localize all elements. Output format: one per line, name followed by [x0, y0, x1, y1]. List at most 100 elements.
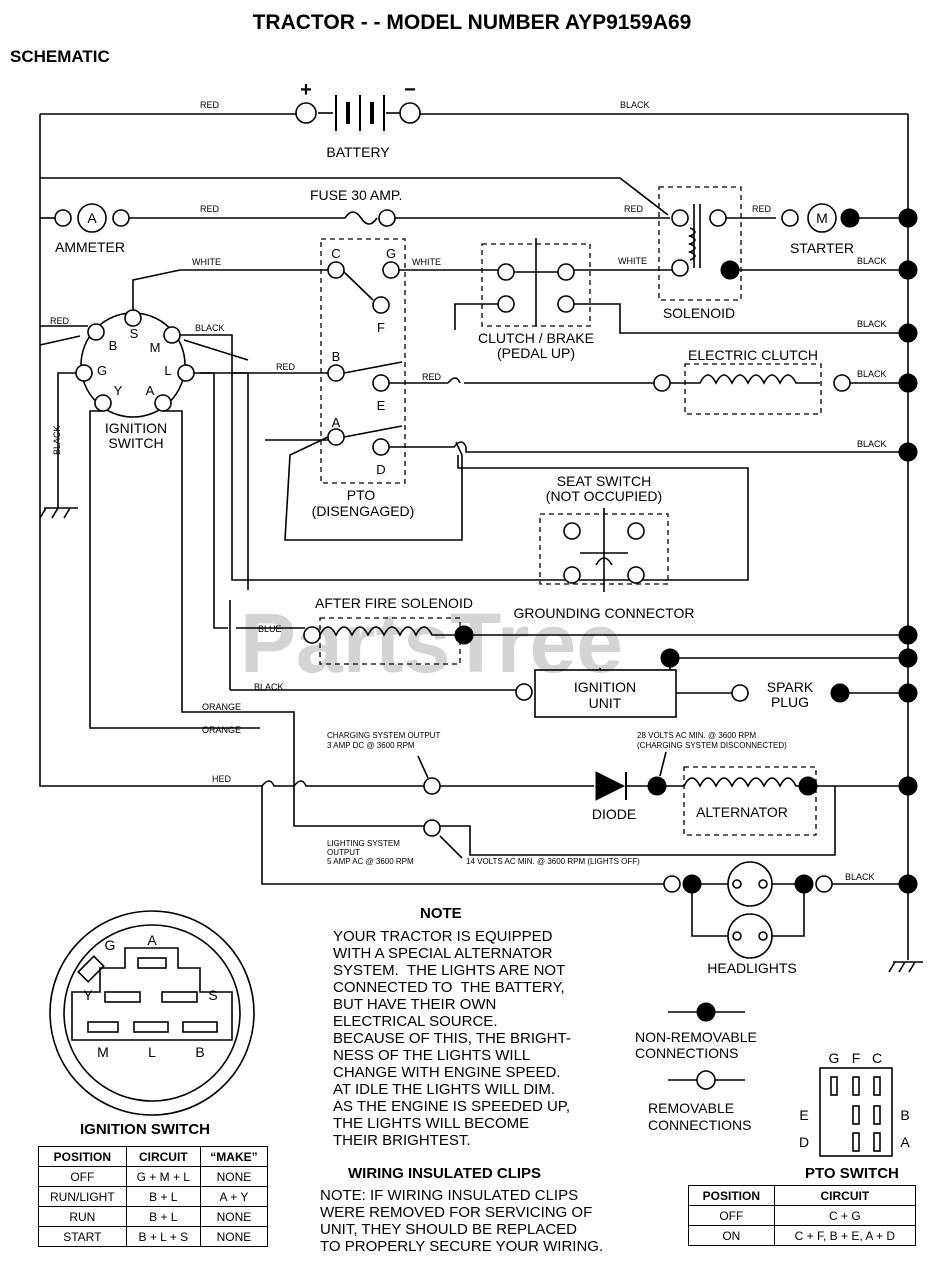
note-line: WITH A SPECIAL ALTERNATOR — [333, 945, 553, 962]
battery-plus: + — [300, 79, 312, 101]
ignition-table-cell: B + L + S — [125, 1226, 201, 1247]
svg-text:B: B — [195, 1044, 204, 1060]
starter-label: STARTER — [790, 240, 854, 256]
ignition-table-cell: G + M + L — [125, 1166, 201, 1187]
non-removable-connection-icon — [696, 1002, 716, 1022]
alternator-label: ALTERNATOR — [696, 804, 788, 820]
charging-output-2: 3 AMP DC @ 3600 RPM — [327, 741, 415, 750]
svg-text:ORANGE: ORANGE — [202, 702, 241, 712]
ignition-table-header: CIRCUIT — [125, 1146, 201, 1167]
ignition-table-header: “MAKE” — [199, 1146, 269, 1167]
lighting-output-1: LIGHTING SYSTEM — [327, 839, 400, 848]
ammeter-circuit: A AMMETER FUSE 30 AMP. RED RED — [40, 187, 670, 255]
svg-text:RED: RED — [752, 204, 772, 214]
ignition-table-cell: B + L — [125, 1206, 201, 1227]
ignition-table-header: POSITION — [38, 1146, 127, 1167]
starter: M STARTER — [781, 203, 918, 256]
wire-label-black: BLACK — [620, 100, 650, 110]
clips-line: NOTE: IF WIRING INSULATED CLIPS — [320, 1187, 579, 1204]
pto-switch-face: G F C E D B A — [799, 1050, 910, 1157]
note-heading: NOTE — [420, 905, 462, 922]
svg-text:CONNECTIONS: CONNECTIONS — [648, 1117, 751, 1133]
svg-text:S: S — [130, 326, 139, 341]
svg-text:Y: Y — [114, 383, 123, 398]
ignition-table-cell: RUN/LIGHT — [38, 1186, 127, 1207]
svg-text:D: D — [376, 462, 385, 477]
charging-output-1: CHARGING SYSTEM OUTPUT — [327, 731, 440, 740]
grounding-connector-label: GROUNDING CONNECTOR — [514, 605, 695, 621]
ammeter-symbol: A — [87, 210, 97, 226]
svg-text:BLACK: BLACK — [857, 319, 887, 329]
svg-text:E: E — [377, 398, 386, 413]
ignition-table-cell: NONE — [199, 1166, 269, 1187]
pto-table-header: CIRCUIT — [773, 1185, 917, 1206]
svg-text:S: S — [208, 987, 217, 1003]
svg-text:G: G — [386, 246, 396, 261]
spark-plug-label-2: PLUG — [771, 694, 809, 710]
charging-system: HED DIODE ALTERNATOR — [39, 322, 918, 859]
solenoid: SOLENOID RED — [658, 186, 776, 321]
svg-text:M: M — [150, 340, 161, 355]
pto-table-cell: ON — [688, 1225, 775, 1246]
note-line: CONNECTED TO THE BATTERY, — [333, 979, 565, 996]
ignition-table-cell: NONE — [199, 1226, 269, 1247]
svg-text:G: G — [97, 363, 107, 378]
note-line: THE LIGHTS WILL BECOME — [333, 1115, 530, 1132]
svg-text:CONNECTIONS: CONNECTIONS — [635, 1045, 738, 1061]
seat-switch: SEAT SWITCH (NOT OCCUPIED) GROUNDING CON… — [514, 473, 695, 621]
ignition-switch-label-2: SWITCH — [108, 435, 163, 451]
ignition-table-cell: OFF — [38, 1166, 127, 1187]
connection-legend: NON-REMOVABLE CONNECTIONS REMOVABLE CONN… — [635, 1002, 757, 1133]
ignition-unit-label-1: IGNITION — [574, 679, 636, 695]
note-line: THEIR BRIGHTEST. — [333, 1132, 471, 1149]
svg-text:BLACK: BLACK — [857, 439, 887, 449]
svg-text:BLACK: BLACK — [857, 369, 887, 379]
svg-text:B: B — [900, 1107, 909, 1123]
diode-label: DIODE — [592, 806, 636, 822]
note-line: SYSTEM. THE LIGHTS ARE NOT — [333, 962, 566, 979]
svg-text:RED: RED — [50, 316, 70, 326]
svg-text:BLACK: BLACK — [52, 425, 62, 455]
svg-text:C: C — [331, 246, 340, 261]
headlights-label: HEADLIGHTS — [707, 960, 796, 976]
ignition-switch-face: A G Y S M L B — [49, 910, 255, 1116]
clips-line: UNIT, THEY SHOULD BE REPLACED — [320, 1221, 578, 1238]
svg-text:G: G — [105, 937, 116, 953]
svg-text:BLACK: BLACK — [857, 256, 887, 266]
svg-text:F: F — [377, 320, 385, 335]
fuse-label: FUSE 30 AMP. — [310, 187, 402, 203]
note-line: YOUR TRACTOR IS EQUIPPED — [333, 928, 553, 945]
pto-table-title: PTO SWITCH — [805, 1165, 899, 1182]
ignition-unit: IGNITION UNIT SPARK PLUG — [515, 648, 918, 718]
svg-text:A: A — [147, 932, 157, 948]
svg-text:RED: RED — [422, 372, 442, 382]
ignition-unit-label-2: UNIT — [589, 695, 622, 711]
svg-text:C: C — [872, 1050, 882, 1066]
svg-text:HED: HED — [212, 774, 232, 784]
svg-text:REMOVABLE: REMOVABLE — [648, 1100, 734, 1116]
headlights: BLACK HEADLIGHTS — [261, 786, 918, 976]
note-line: AT IDLE THE LIGHTS WILL DIM. — [333, 1081, 555, 1098]
wire-label-red: RED — [200, 100, 220, 110]
svg-text:L: L — [148, 1044, 156, 1060]
svg-text:A: A — [332, 415, 341, 430]
seat-switch-state: (NOT OCCUPIED) — [546, 488, 662, 504]
svg-text:L: L — [164, 363, 171, 378]
svg-text:A: A — [146, 383, 155, 398]
battery-label: BATTERY — [326, 144, 390, 160]
svg-text:ORANGE: ORANGE — [202, 725, 241, 735]
starter-symbol: M — [816, 210, 828, 226]
electric-clutch-label: ELECTRIC CLUTCH — [688, 347, 818, 363]
lighting-output-3: 5 AMP AC @ 3600 RPM — [327, 857, 414, 866]
schematic-subtitle: SCHEMATIC — [10, 47, 110, 66]
ignition-table-cell: A + Y — [199, 1186, 269, 1207]
